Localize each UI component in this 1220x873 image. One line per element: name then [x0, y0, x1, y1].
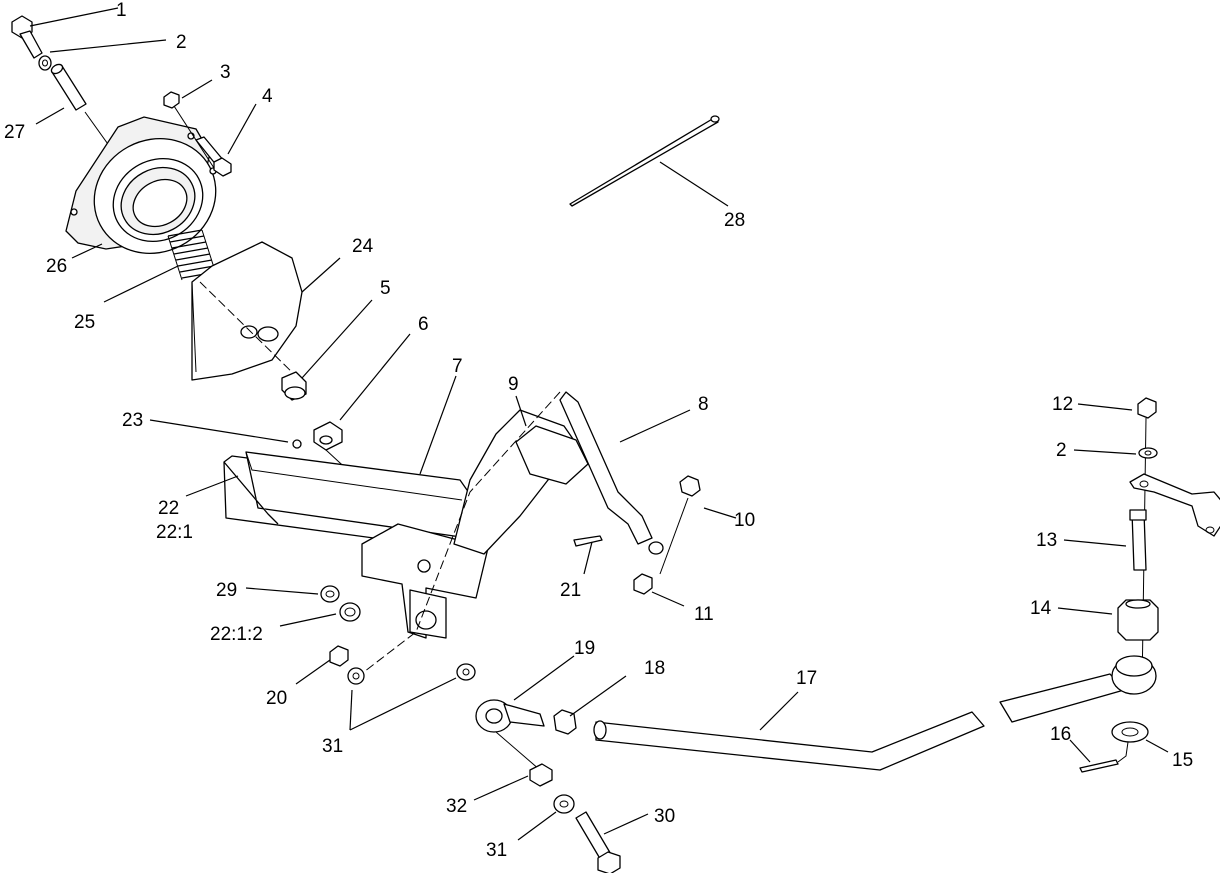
axis-line-bracket — [355, 391, 561, 679]
callout-28: 28 — [724, 210, 745, 231]
callout-3: 3 — [220, 62, 231, 83]
callout-27: 27 — [4, 122, 25, 143]
callout-31-lower: 31 — [486, 840, 507, 861]
callout-15: 15 — [1172, 750, 1193, 771]
bushing-6 — [313, 421, 343, 451]
bearing-housing-26 — [65, 116, 217, 255]
callout-22: 22 — [158, 498, 179, 519]
callout-labels: 1 2 3 4 27 26 25 24 5 6 7 9 8 23 22 22:1… — [4, 0, 1193, 861]
callout-2-top: 2 — [176, 32, 187, 53]
cotter-pin-21 — [573, 535, 603, 547]
callout-17: 17 — [796, 668, 817, 689]
callout-25: 25 — [74, 312, 95, 333]
callout-18: 18 — [644, 658, 665, 679]
washer-15 — [1111, 721, 1149, 743]
callout-7: 7 — [452, 356, 463, 377]
callout-22-1: 22:1 — [156, 522, 193, 543]
bolt-1 — [11, 15, 43, 59]
callout-23: 23 — [122, 410, 143, 431]
callout-16: 16 — [1050, 724, 1071, 745]
rod-17-end — [999, 673, 1125, 723]
washer-2-right — [1138, 447, 1158, 459]
cable-tie-28 — [569, 115, 720, 207]
pin-16 — [1079, 741, 1129, 773]
callout-32: 32 — [446, 796, 467, 817]
callout-29: 29 — [216, 580, 237, 601]
bolt-10 — [659, 475, 701, 575]
spacer-32 — [529, 763, 553, 787]
plate-24 — [191, 241, 303, 381]
bolt-4 — [195, 136, 232, 177]
bushing-22-1-2 — [339, 602, 361, 622]
stud-13 — [1129, 509, 1147, 571]
washer-31-left — [347, 667, 365, 685]
washer-31-lower — [553, 794, 575, 814]
fitting-23 — [292, 439, 302, 449]
callout-20: 20 — [266, 688, 287, 709]
callout-2-right: 2 — [1056, 440, 1067, 461]
bushing-5 — [281, 371, 307, 401]
callout-19: 19 — [574, 638, 595, 659]
callout-4: 4 — [262, 86, 273, 107]
callout-26: 26 — [46, 256, 67, 277]
callout-10: 10 — [734, 510, 755, 531]
rod-17 — [593, 711, 985, 771]
callout-8: 8 — [698, 394, 709, 415]
callout-31-left: 31 — [322, 736, 343, 757]
callout-12: 12 — [1052, 394, 1073, 415]
leader-lines — [29, 7, 1169, 841]
nut-12 — [1137, 397, 1157, 419]
washer-2-top — [38, 55, 52, 71]
pedal-7 — [223, 451, 477, 551]
rod-end-19 — [475, 699, 545, 733]
nut-11 — [633, 573, 653, 595]
callout-5: 5 — [380, 278, 391, 299]
spring-25 — [167, 229, 217, 281]
callout-24: 24 — [352, 236, 374, 257]
callout-14: 14 — [1030, 598, 1052, 619]
rod-8 — [559, 391, 664, 555]
axis-line-plate — [199, 281, 301, 381]
bolt-30 — [575, 811, 621, 873]
nut-20 — [329, 645, 349, 667]
callout-21: 21 — [560, 580, 581, 601]
arm-end — [1111, 655, 1157, 695]
callout-11: 11 — [694, 604, 714, 625]
callout-22-1-2: 22:1:2 — [210, 624, 263, 645]
bushing-14 — [1117, 599, 1159, 641]
callout-1: 1 — [116, 0, 127, 21]
nut-3 — [163, 91, 215, 169]
washer-31-mid — [456, 663, 476, 681]
spacer-27 — [50, 63, 87, 111]
callout-6: 6 — [418, 314, 429, 335]
callout-30: 30 — [654, 806, 675, 827]
callout-13: 13 — [1036, 530, 1057, 551]
axis-line-lower — [495, 731, 541, 771]
bracket-right — [1129, 473, 1220, 537]
washer-29 — [320, 585, 340, 603]
callout-9: 9 — [508, 374, 519, 395]
